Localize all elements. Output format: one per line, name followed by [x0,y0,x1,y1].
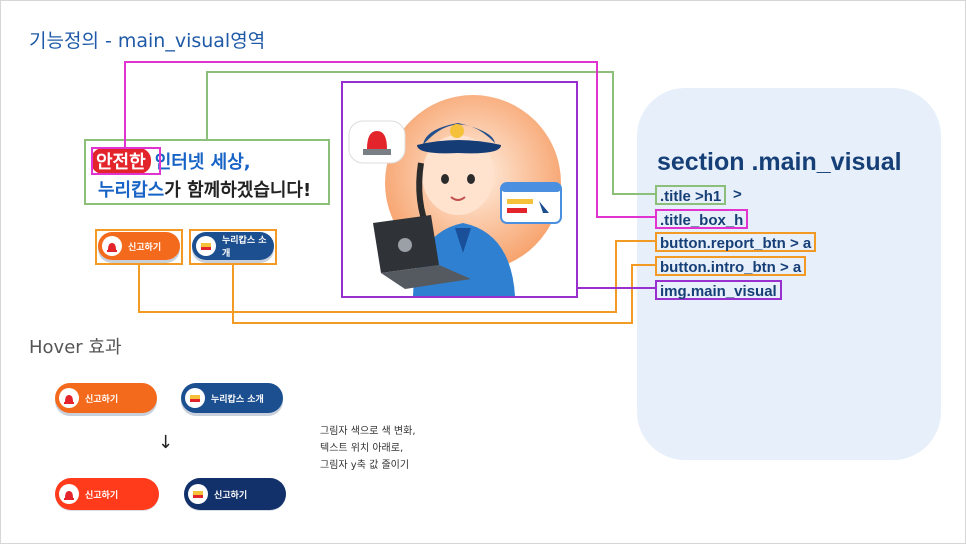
connector-report-btn [138,240,655,313]
folder-icon [188,484,208,504]
hover-after-report-label: 신고하기 [85,490,119,501]
hover-after-intro-button[interactable]: 신고하기 [184,478,286,510]
selector-report-btn: button.report_btn > a [655,232,817,252]
report-button-label: 신고하기 [128,242,162,253]
headline-brand: 누리캅스 [98,180,165,201]
police-officer-illustration [348,95,562,296]
selector-intro-btn: button.intro_btn > a [655,256,807,276]
page-title: 기능정의 - main_visual영역 [29,30,266,52]
selector-title-box-h: .title_box_h [655,209,749,229]
headline-badge: 안전한 [91,148,151,174]
folder-icon [185,388,205,408]
intro-button-highlight [189,229,277,265]
hover-before-intro-button[interactable]: 누리캅스 소개 [181,383,283,413]
connector-title-h1 [206,71,655,195]
browser-window-icon [500,182,562,224]
siren-icon [102,236,122,256]
hover-section-title: Hover 효과 [29,337,122,358]
headline-line1-rest: 인터넷 세상, [154,152,251,173]
intro-button-label: 누리캅스 소개 [222,236,267,259]
arrow-down-icon: ↓ [158,432,174,453]
headline-title-box [84,139,330,205]
main-visual-image [341,81,578,298]
intro-button[interactable]: 누리캅스 소개 [192,232,274,260]
headline-line2-rest: 가 함께하겠습니다! [164,180,312,201]
badge-highlight-box [91,147,161,175]
siren-icon [59,388,79,408]
folder-icon [196,236,216,256]
siren-icon [59,484,79,504]
headline-line-2: 누리캅스가 함께하겠습니다! [98,176,311,202]
hover-before-intro-label: 누리캅스 소개 [211,394,264,405]
siren-bubble-icon [348,120,406,164]
section-label: section .main_visual [657,148,902,176]
hover-after-report-button[interactable]: 신고하기 [55,478,159,510]
selector-main-visual-img: img.main_visual [655,280,782,300]
laptop-icon [373,215,471,289]
hover-after-intro-label: 신고하기 [214,490,248,501]
report-button[interactable]: 신고하기 [98,232,180,260]
connector-intro-btn [232,264,655,324]
hover-before-report-label: 신고하기 [85,394,119,405]
hover-note: 그림자 색으로 색 변화, 텍스트 위치 아래로, 그림자 y축 값 줄이기 [320,426,416,471]
selector-title-h1-tail: > [733,186,742,203]
connector-title-box-h [124,61,655,218]
report-button-highlight [95,229,183,265]
hover-before-report-button[interactable]: 신고하기 [55,383,157,413]
selector-title-h1: .title >h1 [655,185,727,205]
